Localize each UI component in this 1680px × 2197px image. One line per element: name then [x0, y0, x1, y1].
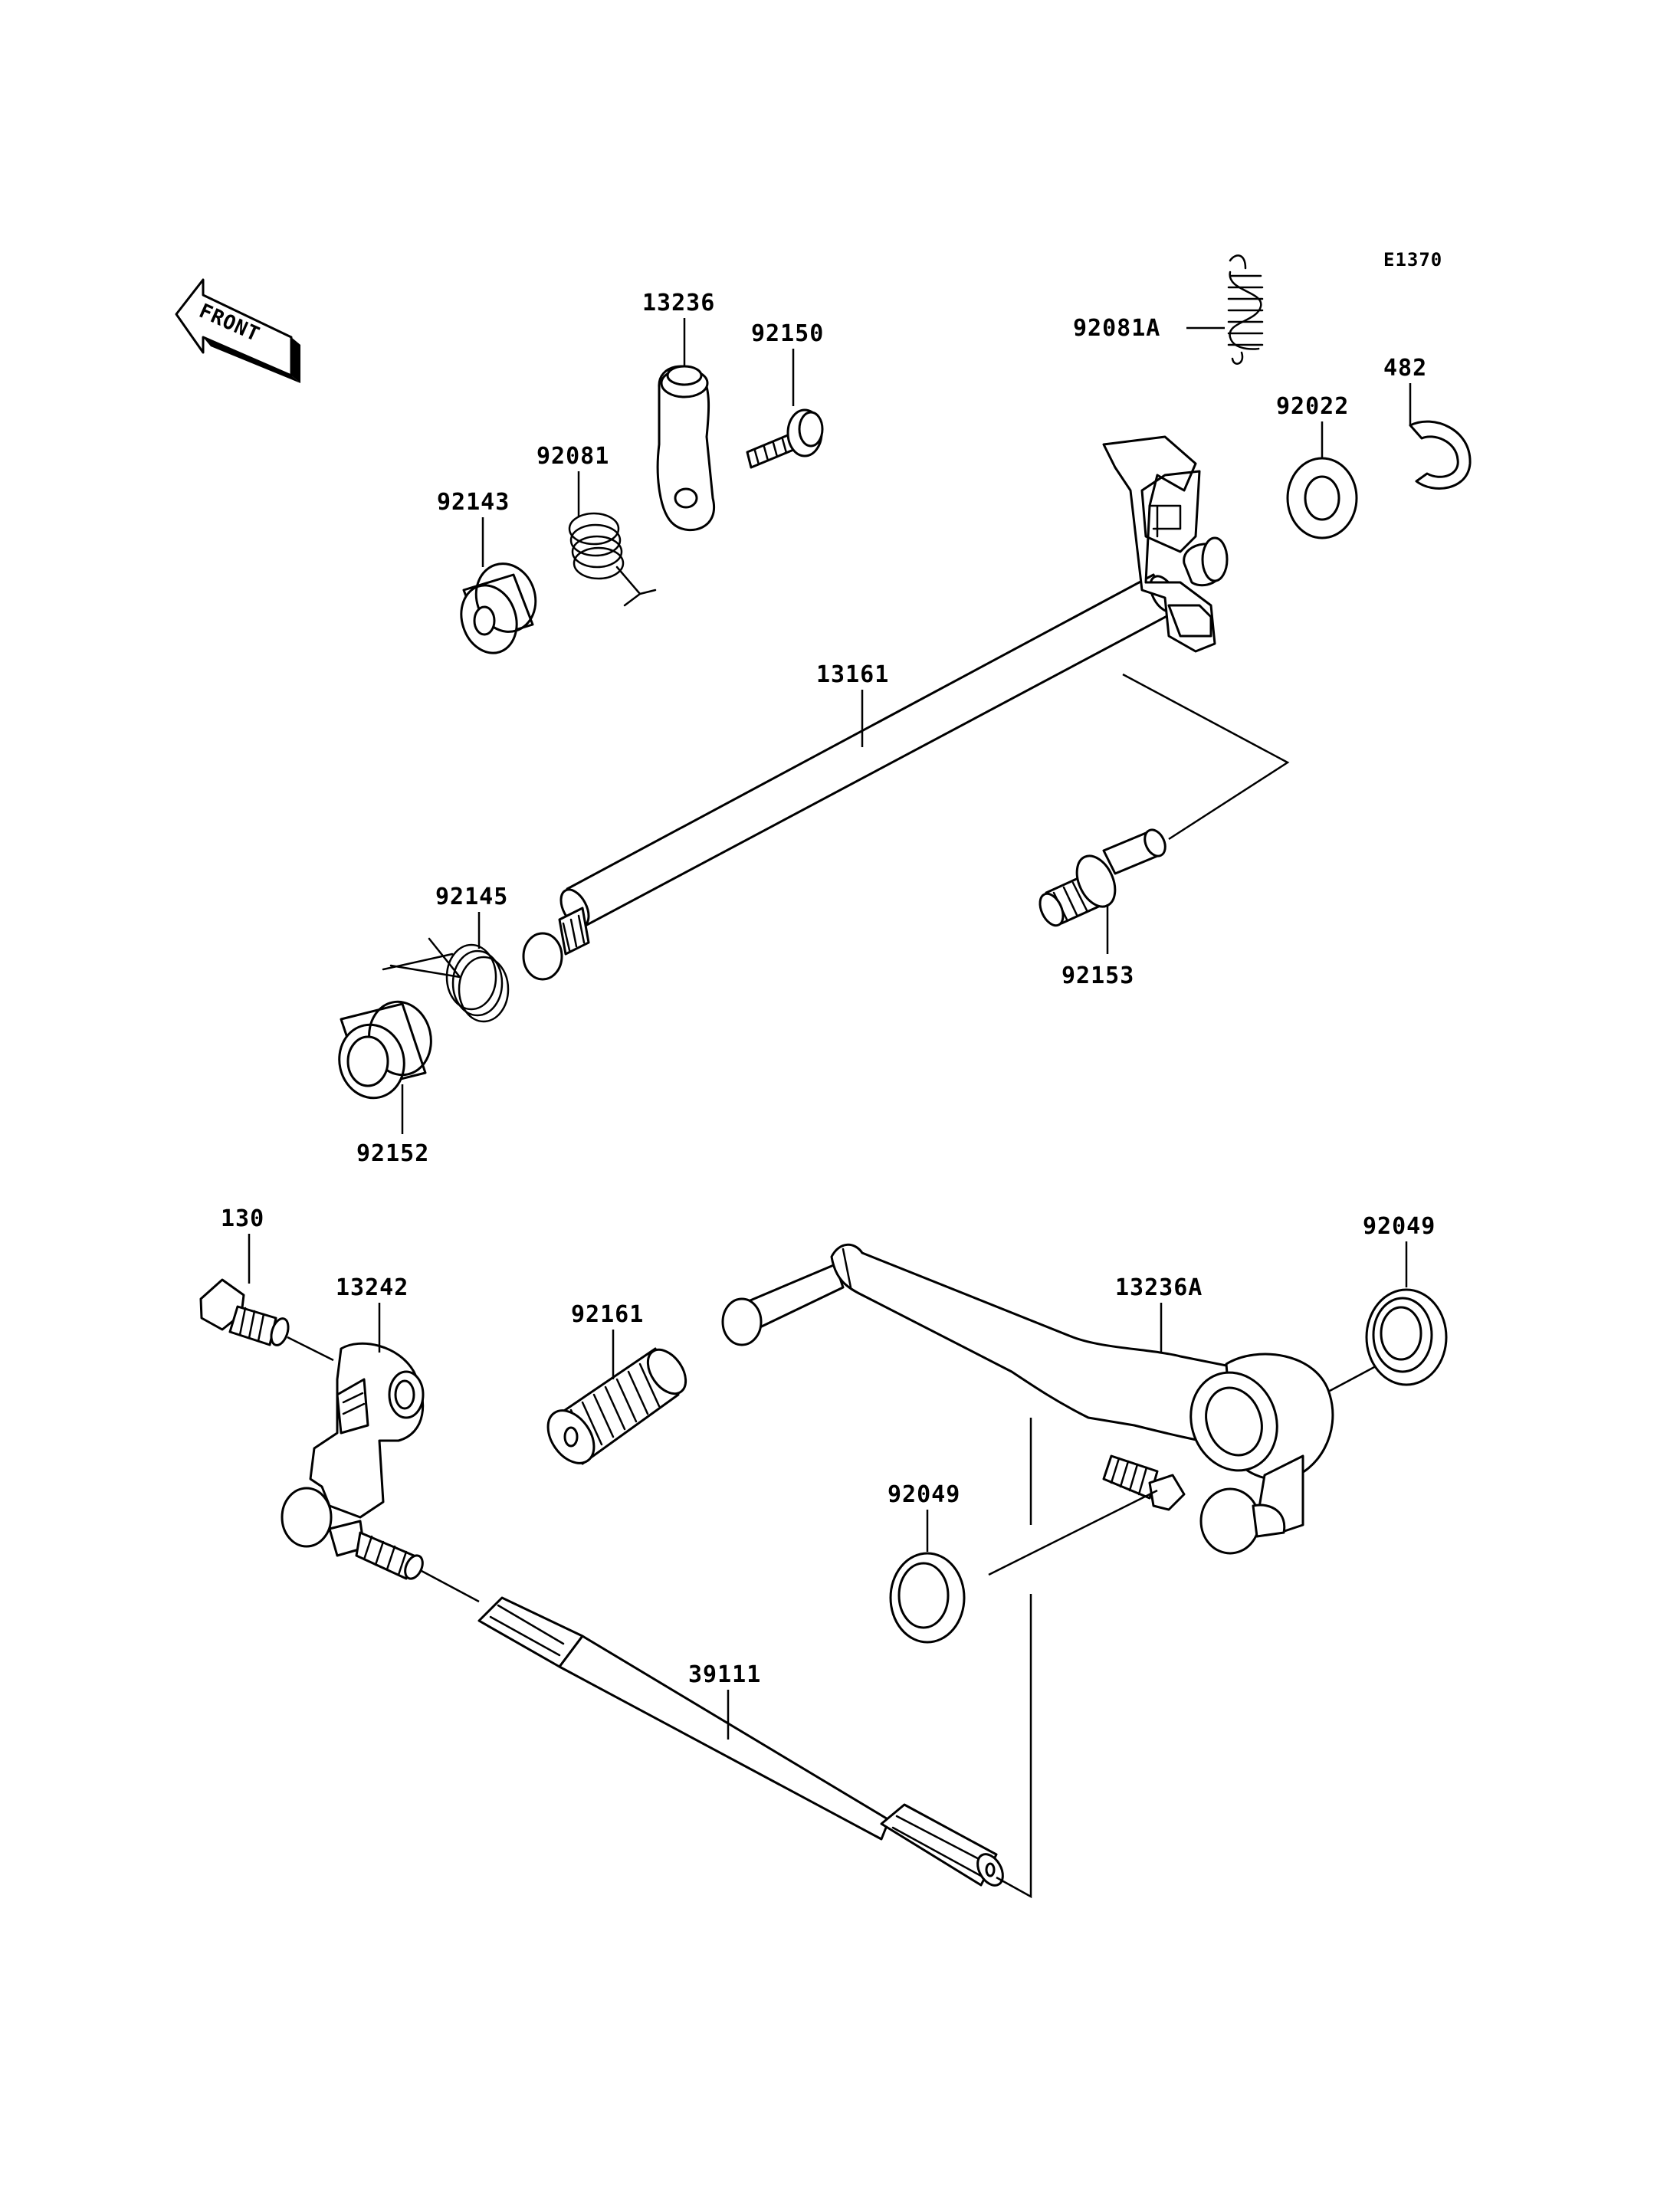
label-92153: 92153 [1061, 962, 1134, 989]
part-92049-oil-seal-top [1365, 1288, 1448, 1386]
label-482: 482 [1383, 355, 1427, 382]
part-92143-collar [460, 562, 537, 654]
label-92161: 92161 [571, 1301, 644, 1328]
label-13236: 13236 [642, 290, 715, 316]
part-92022-washer [1286, 457, 1358, 539]
part-92161-pedal-rubber [546, 1347, 687, 1465]
part-13236-arm [656, 365, 716, 532]
label-92145: 92145 [435, 884, 508, 910]
label-92081A: 92081A [1073, 315, 1160, 342]
label-39111: 39111 [688, 1661, 761, 1688]
label-92150: 92150 [751, 320, 824, 347]
label-92049-top: 92049 [1363, 1213, 1436, 1240]
part-92081A-spring [1227, 254, 1264, 365]
label-92022: 92022 [1276, 393, 1349, 420]
label-130: 130 [221, 1205, 264, 1232]
part-92081-spring [568, 512, 657, 607]
part-13236A-shift-pedal [721, 1243, 1334, 1555]
part-13161-shift-shaft [522, 435, 1229, 981]
part-92152-collar [338, 1000, 432, 1100]
front-arrow-icon: FRONT [175, 278, 300, 383]
label-13242: 13242 [336, 1274, 409, 1301]
label-13161: 13161 [816, 661, 889, 688]
label-13236A: 13236A [1115, 1274, 1203, 1301]
label-92049-mid: 92049 [888, 1481, 960, 1508]
label-92143: 92143 [437, 489, 510, 516]
diagram-code: E1370 [1383, 249, 1442, 271]
label-92081: 92081 [536, 443, 609, 470]
part-482-circlip [1409, 420, 1472, 490]
part-92150-bolt [746, 408, 824, 469]
part-130-bolt [199, 1278, 290, 1346]
part-92049-oil-seal-mid [889, 1552, 966, 1644]
label-92152: 92152 [356, 1140, 429, 1167]
part-13242-shift-arm [281, 1342, 425, 1580]
part-92153-pin [1039, 828, 1166, 927]
part-92145-spring [382, 937, 510, 1023]
